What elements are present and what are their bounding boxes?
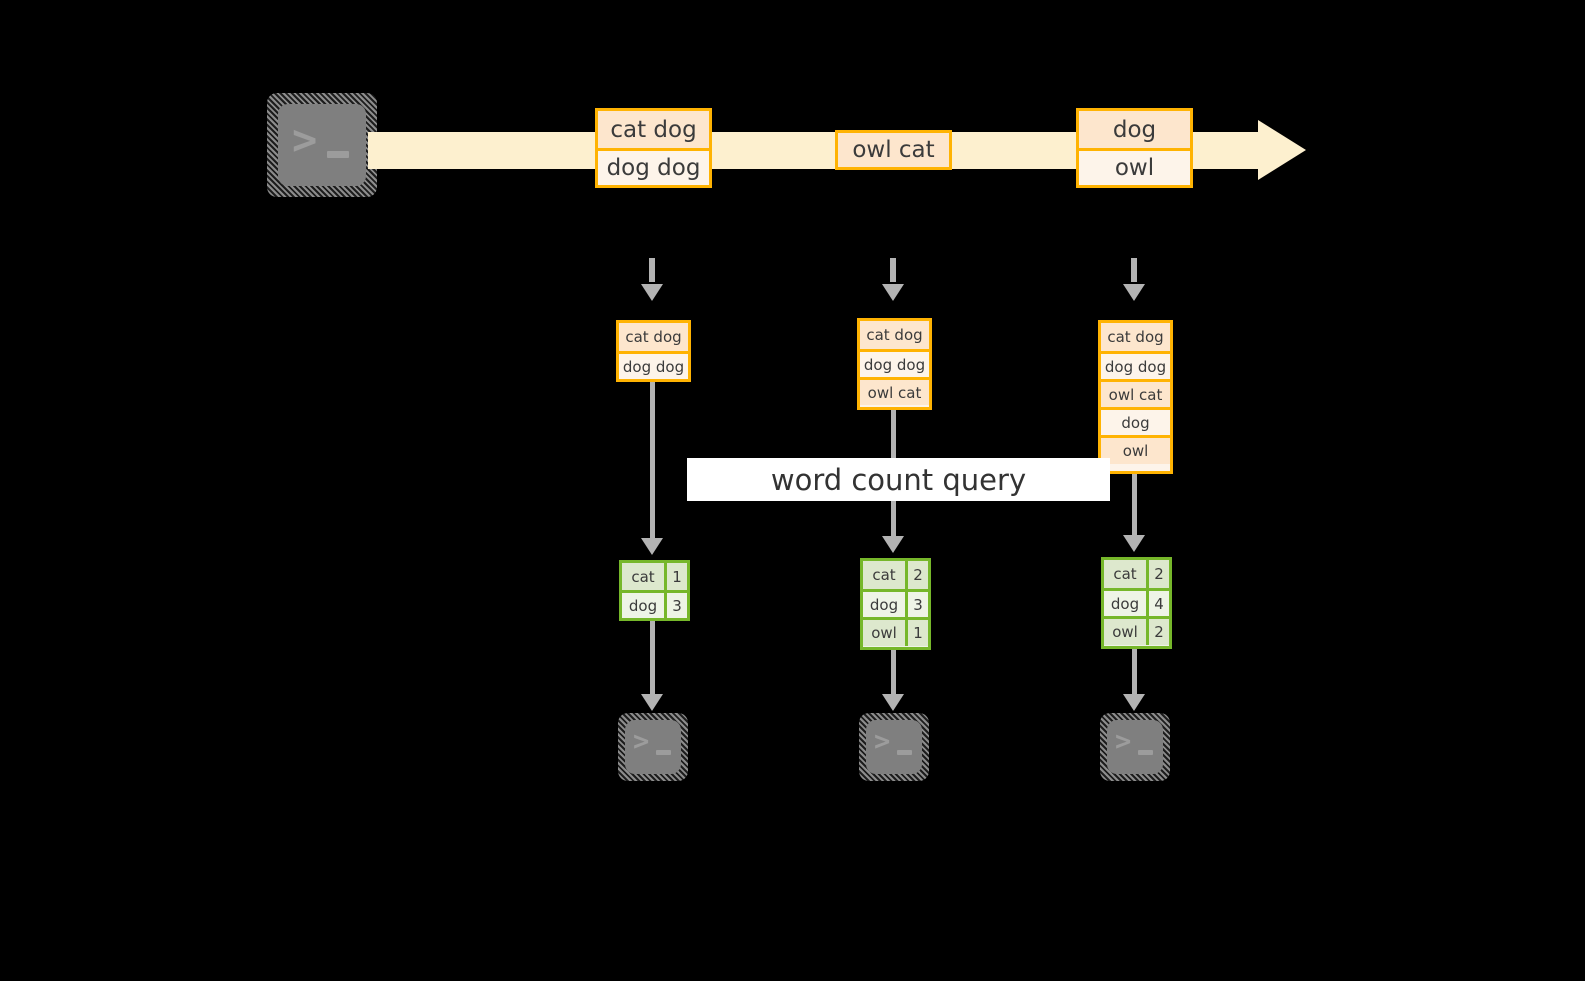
snapshot-2-feed-dash [890, 258, 896, 282]
snapshot-2-sink-terminal-icon: > [859, 713, 929, 781]
table-cell-count: 2 [1146, 619, 1169, 645]
snapshot-2-query-arrowhead [882, 536, 904, 553]
snapshot-3-sink-terminal-icon: > [1100, 713, 1170, 781]
buffer-record: cat dog [860, 321, 929, 349]
snapshot-1-buffer: cat dog dog dog [616, 320, 691, 382]
snapshot-1-result-table: cat 1 dog 3 [619, 560, 690, 621]
terminal-screen [278, 104, 366, 186]
snapshot-2-buffer: cat dog dog dog owl cat [857, 318, 932, 410]
table-row: cat 2 [1104, 560, 1169, 588]
table-row: dog 3 [622, 590, 687, 618]
stream-record: cat dog [598, 111, 709, 148]
terminal-cursor-glyph [897, 750, 912, 755]
buffer-record: cat dog [1101, 323, 1170, 351]
buffer-record: owl cat [1101, 379, 1170, 407]
snapshot-2-sink-arrowhead [882, 694, 904, 711]
terminal-screen [1107, 720, 1163, 774]
terminal-prompt-glyph: > [633, 726, 650, 757]
table-cell-word: cat [863, 561, 905, 589]
table-row: cat 1 [622, 563, 687, 590]
terminal-prompt-glyph: > [292, 115, 318, 164]
stream-record: dog dog [598, 148, 709, 185]
query-label: word count query [687, 458, 1110, 501]
table-cell-count: 3 [905, 592, 928, 617]
snapshot-1-feed-arrowhead [641, 284, 663, 301]
snapshot-1-query-arrowhead [641, 538, 663, 555]
table-cell-count: 2 [1146, 560, 1169, 588]
snapshot-2-sink-line [891, 650, 896, 694]
buffer-record: cat dog [619, 323, 688, 351]
snapshot-1-feed-dash [649, 258, 655, 282]
table-cell-word: cat [1104, 560, 1146, 588]
buffer-record: owl cat [860, 377, 929, 405]
snapshot-3-feed-dash [1131, 258, 1137, 282]
terminal-prompt-glyph: > [1115, 726, 1132, 757]
terminal-cursor-glyph [656, 750, 671, 755]
buffer-record: dog [1101, 407, 1170, 435]
table-row: owl 2 [1104, 616, 1169, 645]
snapshot-3-result-table: cat 2 dog 4 owl 2 [1101, 557, 1172, 649]
table-cell-count: 1 [664, 563, 687, 590]
table-cell-word: cat [622, 563, 664, 590]
stream-record: owl [1079, 148, 1190, 185]
stream-record-group-1: cat dog dog dog [595, 108, 712, 188]
stream-record: dog [1079, 111, 1190, 148]
stream-record-group-3: dog owl [1076, 108, 1193, 188]
buffer-record: dog dog [860, 349, 929, 377]
table-cell-word: dog [628, 596, 658, 615]
terminal-cursor-glyph [1138, 750, 1153, 755]
snapshot-3-query-arrowhead [1123, 535, 1145, 552]
snapshot-1-query-line [650, 382, 655, 538]
terminal-screen [866, 720, 922, 774]
snapshot-1-sink-line [650, 621, 655, 694]
snapshot-3-sink-arrowhead [1123, 694, 1145, 711]
snapshot-3-query-line [1132, 474, 1137, 535]
terminal-screen [625, 720, 681, 774]
table-cell-count: 1 [905, 620, 928, 646]
stream-arrow-head [1258, 120, 1306, 180]
stream-record: owl cat [838, 133, 949, 167]
table-row: cat 2 [863, 561, 928, 589]
snapshot-2-feed-arrowhead [882, 284, 904, 301]
table-row: owl 1 [863, 617, 928, 646]
buffer-record: dog dog [1101, 351, 1170, 379]
table-cell-word: owl [863, 620, 905, 646]
snapshot-1-sink-arrowhead [641, 694, 663, 711]
stream-record-group-2: owl cat [835, 130, 952, 170]
snapshot-3-feed-arrowhead [1123, 284, 1145, 301]
table-cell-word: dog [1110, 594, 1140, 613]
table-cell-word: dog [869, 595, 899, 614]
table-cell-count: 4 [1146, 591, 1169, 616]
source-terminal-icon: > [267, 93, 377, 197]
table-cell-count: 3 [664, 593, 687, 618]
table-row: dog 4 [1104, 588, 1169, 616]
table-row: dog 3 [863, 589, 928, 617]
snapshot-1-sink-terminal-icon: > [618, 713, 688, 781]
table-cell-count: 2 [905, 561, 928, 589]
snapshot-3-sink-line [1132, 649, 1137, 694]
terminal-prompt-glyph: > [874, 726, 891, 757]
snapshot-3-buffer: cat dog dog dog owl cat dog owl [1098, 320, 1173, 474]
buffer-record: dog dog [619, 351, 688, 379]
table-cell-word: owl [1104, 619, 1146, 645]
snapshot-2-result-table: cat 2 dog 3 owl 1 [860, 558, 931, 650]
buffer-record: owl [1101, 435, 1170, 464]
terminal-cursor-glyph [327, 151, 349, 158]
